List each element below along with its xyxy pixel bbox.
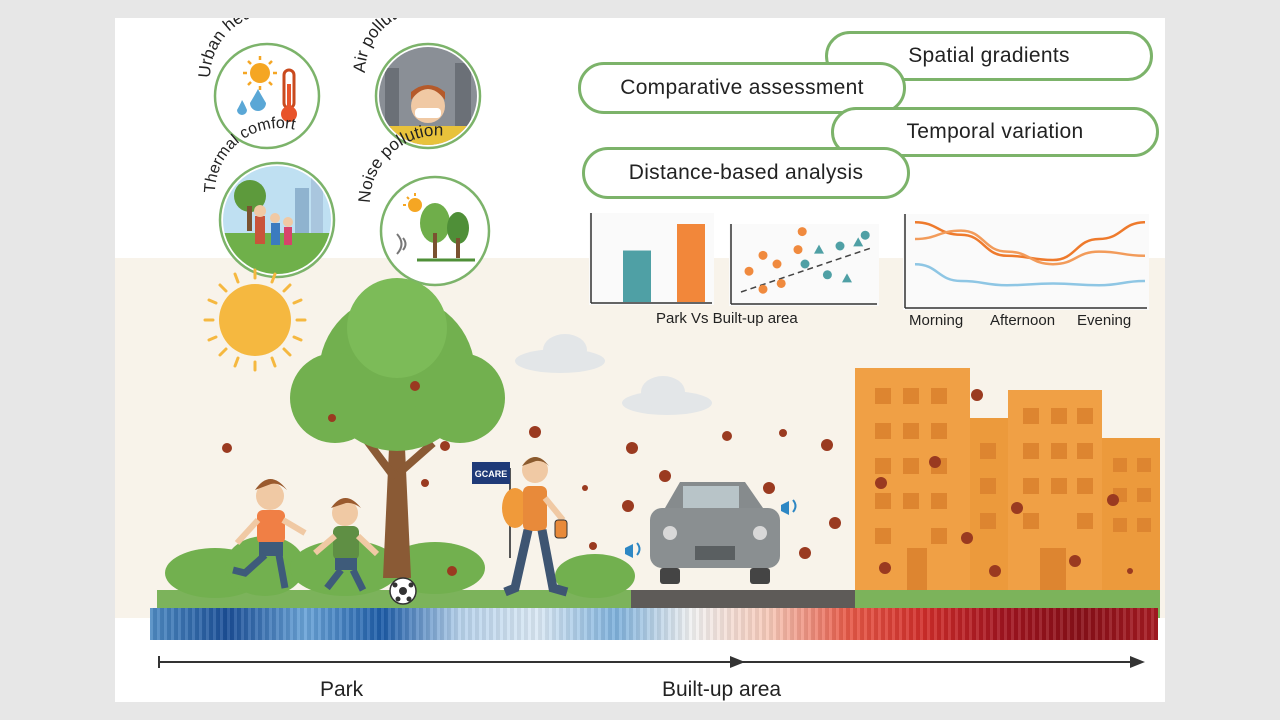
gcare-flag [472, 462, 510, 484]
pill-label: Distance-based analysis [628, 161, 864, 184]
child-running-1 [232, 479, 307, 589]
scatter-trend-line [740, 247, 872, 293]
scatter-chart [729, 224, 879, 306]
scatter-point-teal [842, 273, 852, 283]
scatter-point-teal [822, 270, 832, 280]
axis-arrow-end [1130, 656, 1145, 668]
line-chart-label-afternoon: Afternoon [990, 312, 1056, 329]
axis-label-park: Park [320, 678, 364, 701]
gradient-bar-texture [150, 608, 1158, 640]
line-series-2 [914, 262, 1146, 287]
distance-axis [158, 656, 1145, 668]
car-icon [650, 482, 780, 584]
pill-label: Temporal variation [906, 120, 1084, 143]
scatter-point-teal [814, 244, 824, 254]
flag-label: GCARE [475, 469, 508, 479]
badge-noise-pollution: Noise pollution [355, 120, 491, 287]
sound-wave-icon [625, 499, 797, 558]
bar-1 [677, 224, 705, 302]
trees-sound-icon [396, 193, 475, 262]
scatter-point-orange [776, 278, 786, 288]
scatter-point-orange [772, 259, 782, 269]
axis-label-built-up-area: Built-up area [662, 678, 782, 701]
bar-0 [623, 250, 651, 302]
pill-label: Comparative assessment [620, 76, 864, 99]
scatter-point-teal [800, 259, 810, 269]
urban-scene: GCARE [157, 268, 1160, 618]
scatter-point-teal [835, 241, 845, 251]
line-chart-label-morning: Morning [909, 312, 964, 329]
researcher-walking: GCARE [472, 457, 569, 597]
infographic-canvas: Urban heating Air pollution [115, 18, 1165, 702]
scatter-point-orange [793, 245, 803, 255]
masked-person-icon [379, 47, 477, 145]
buildings [855, 368, 1160, 590]
tree-icon [290, 278, 505, 578]
pill-label: Spatial gradients [908, 44, 1070, 67]
child-running-2 [313, 498, 380, 592]
line-series-1 [914, 229, 1146, 266]
scatter-point-orange [758, 250, 768, 260]
scatter-point-teal [853, 237, 864, 247]
line-chart-label-evening: Evening [1077, 312, 1132, 329]
exposure-gradient-bar [150, 608, 1158, 640]
scatter-point-teal [860, 230, 870, 240]
line-chart [903, 214, 1149, 310]
scatter-point-orange [797, 227, 807, 237]
sun-icon [203, 268, 307, 372]
axis-arrow-mid [730, 656, 745, 668]
soccer-ball-icon [389, 577, 417, 605]
bar-scatter-caption: Park Vs Built-up area [656, 310, 798, 327]
scatter-point-orange [758, 284, 768, 294]
sun-thermometer-icon [237, 56, 297, 122]
pollution-particles [222, 381, 1133, 577]
badge-cluster: Urban heating Air pollution [195, 18, 491, 287]
pill-comparative-assessment: Comparative assessment [578, 62, 906, 114]
bar-chart [589, 213, 714, 305]
pill-distance-based-analysis: Distance-based analysis [582, 147, 910, 199]
scatter-point-orange [744, 266, 754, 276]
cloud-icon [515, 334, 712, 415]
